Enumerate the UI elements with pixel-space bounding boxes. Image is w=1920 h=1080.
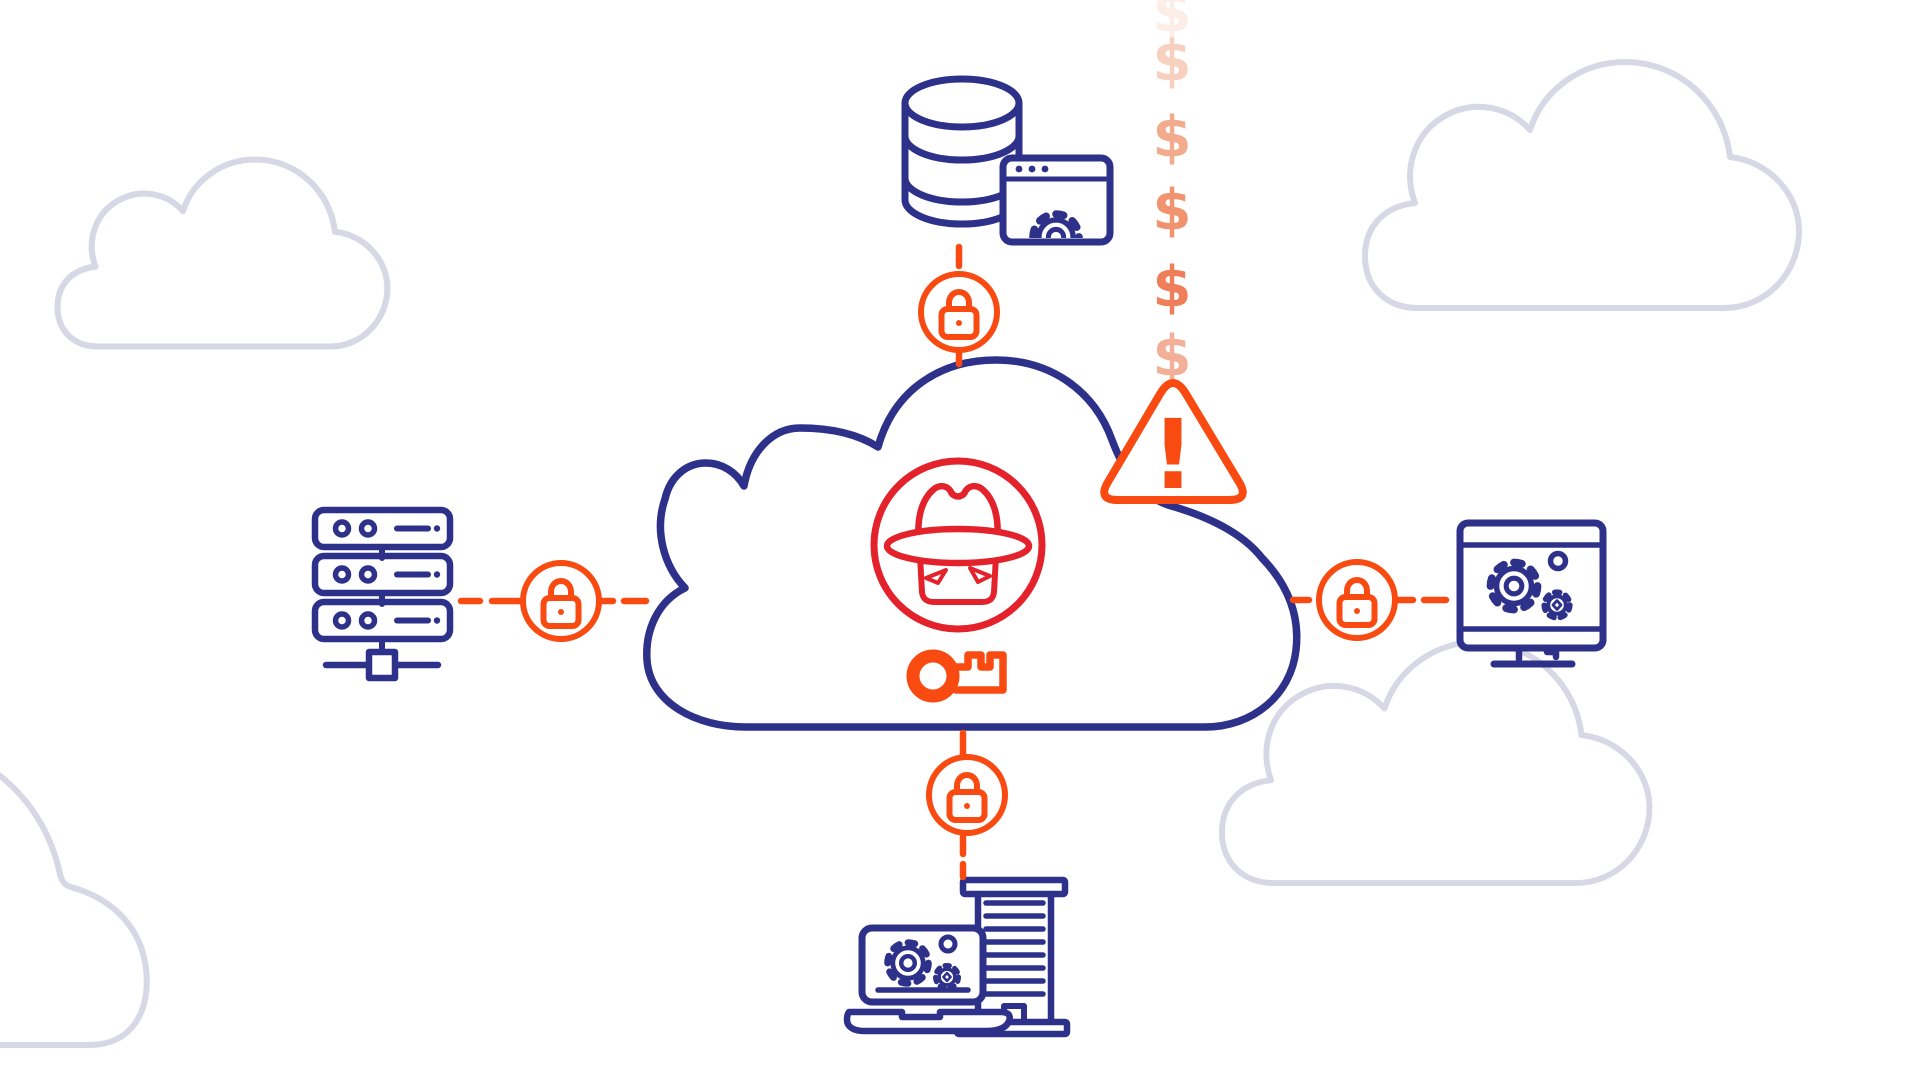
small-circle [1547, 550, 1569, 572]
background-cloud-top-right [1365, 62, 1799, 308]
window-dot [1041, 165, 1049, 173]
dollar-icon: $ [1153, 324, 1192, 389]
building-cap [959, 876, 1069, 898]
padlock-icon [523, 563, 599, 639]
database-top [901, 75, 1023, 131]
connector-bottom [929, 729, 1005, 881]
spy-circle [870, 457, 1046, 633]
key-bow [906, 649, 960, 703]
connector-right [1289, 562, 1450, 638]
central-cloud-outline [643, 356, 1301, 731]
monitor-settings-icon [1456, 519, 1607, 668]
background-cloud-bottom-left [0, 772, 150, 1048]
spy-hacker-icon [870, 457, 1046, 633]
warning-triangle-icon: ! [1100, 379, 1247, 511]
exclamation-mark: ! [1151, 399, 1195, 511]
dollar-icon: $ [1153, 255, 1192, 320]
padlock-icon [1319, 562, 1395, 638]
dollar-icon: $ [1153, 0, 1192, 45]
laptop [843, 924, 1013, 1035]
server-unit [311, 506, 454, 551]
warning-triangle [1100, 379, 1247, 504]
monitor-stand [1515, 644, 1560, 663]
background-cloud-left [58, 160, 388, 347]
key-blade [952, 651, 1007, 694]
connector-top [921, 243, 997, 368]
background-clouds [0, 62, 1799, 1048]
laptop-base [843, 1008, 1013, 1035]
dollar-trail: $ $ $ $ $ $ [1153, 0, 1192, 389]
spy-eye-left [924, 568, 948, 585]
server-unit [311, 552, 454, 597]
building-stripes [983, 900, 1046, 997]
dollar-icon: $ [1153, 29, 1192, 94]
spy-hat-brim [883, 525, 1033, 567]
window-dot [1028, 165, 1036, 173]
spy-face [917, 553, 999, 605]
server-rack-icon [311, 506, 454, 682]
connector-left [457, 563, 650, 639]
window-dot [1015, 165, 1023, 173]
building-sides [974, 890, 1055, 1026]
padlock-icon [921, 274, 997, 350]
laptop-building-icon [843, 876, 1071, 1038]
padlock-icon [929, 757, 1005, 833]
server-unit [311, 598, 454, 643]
server-network-node [365, 648, 399, 682]
database-app-icon [901, 75, 1114, 246]
dollar-icon: $ [1153, 178, 1192, 243]
spy-eye-right [968, 566, 992, 584]
dollar-icon: $ [1153, 105, 1192, 170]
key-icon [906, 649, 1007, 703]
database-cylinder [901, 99, 1023, 228]
small-circle [938, 934, 958, 954]
monitor-bars [1457, 542, 1606, 632]
